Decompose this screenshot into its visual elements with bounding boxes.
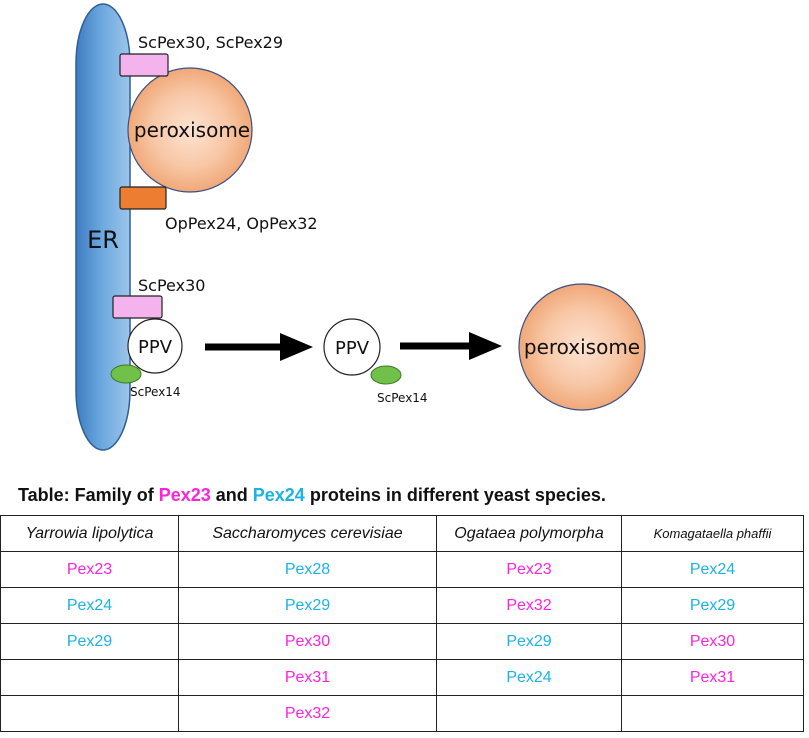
- table-cell: Pex28: [178, 551, 437, 588]
- table-cell: Pex29: [178, 587, 437, 624]
- title-suffix: proteins in different yeast species.: [304, 485, 606, 505]
- title-and: and: [210, 485, 253, 505]
- table-cell: Pex31: [621, 659, 804, 696]
- ppv-label: PPV: [138, 337, 173, 358]
- peroxisome-label: peroxisome: [134, 118, 250, 142]
- diagram: ER peroxisome ScPex30, ScPex29 OpPex24, …: [75, 3, 646, 451]
- ppv-free-label: PPV: [335, 338, 370, 359]
- table-title: Table: Family of Pex23 and Pex24 protein…: [18, 485, 606, 506]
- scpex30-box: [112, 295, 163, 319]
- scpex14-free-label: ScPex14: [377, 391, 428, 405]
- header-saccharomyces: Saccharomyces cerevisiae: [178, 515, 437, 552]
- header-komagataella: Komagataella phaffii: [621, 515, 804, 552]
- peroxisome-mature: [518, 283, 646, 411]
- scpex30-label: ScPex30: [138, 276, 205, 295]
- species-table: Yarrowia lipolytica Saccharomyces cerevi…: [0, 515, 804, 732]
- title-pex23: Pex23: [158, 485, 211, 505]
- er-label: ER: [87, 226, 119, 254]
- oppex24-oppex32-box: [119, 186, 167, 210]
- title-prefix: Table: Family of: [18, 485, 159, 505]
- table-cell: Pex32: [178, 695, 437, 732]
- table-cell: Pex23: [436, 551, 622, 588]
- table-cell: Pex29: [436, 623, 622, 660]
- table-cell: Pex24: [621, 551, 804, 588]
- ppv-attached: [127, 318, 183, 374]
- header-yarrowia: Yarrowia lipolytica: [0, 515, 179, 552]
- arrow-1-head: [280, 333, 313, 361]
- peroxisome-mature-label: peroxisome: [524, 335, 640, 359]
- table-cell: [0, 695, 179, 732]
- scpex30-scpex29-box: [119, 53, 169, 77]
- arrow-2-head: [469, 332, 502, 360]
- table-cell: Pex24: [0, 587, 179, 624]
- table-cell: Pex29: [621, 587, 804, 624]
- header-ogataea: Ogataea polymorpha: [436, 515, 622, 552]
- ppv-free: [323, 318, 381, 376]
- table-row: Pex32: [0, 695, 804, 732]
- header-row: Yarrowia lipolytica Saccharomyces cerevi…: [0, 515, 804, 552]
- oppex24-oppex32-label: OpPex24, OpPex32: [165, 214, 318, 233]
- table-cell: Pex32: [436, 587, 622, 624]
- table-cell: Pex24: [436, 659, 622, 696]
- table-cell: [621, 695, 804, 732]
- table-cell: Pex30: [178, 623, 437, 660]
- scpex14-free: [370, 365, 402, 385]
- peroxisome-attached: [127, 67, 253, 193]
- scpex14-attached: [110, 364, 142, 384]
- table-cell: Pex31: [178, 659, 437, 696]
- table-cell: Pex23: [0, 551, 179, 588]
- table-cell: Pex30: [621, 623, 804, 660]
- scpex30-scpex29-label: ScPex30, ScPex29: [138, 33, 283, 52]
- table-cell: [0, 659, 179, 696]
- scpex14-label: ScPex14: [130, 385, 181, 399]
- title-pex24: Pex24: [252, 485, 305, 505]
- table-cell: Pex29: [0, 623, 179, 660]
- table-cell: [436, 695, 622, 732]
- er-membrane: [75, 3, 131, 451]
